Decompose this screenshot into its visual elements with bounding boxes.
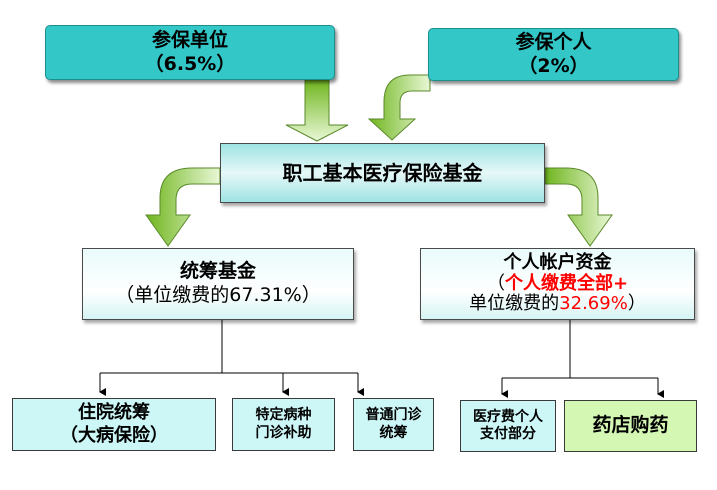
use-line2: 门诊补助 — [255, 424, 312, 441]
pooled-fund-detail: （单位缴费的67.31%） — [115, 284, 321, 306]
personal-detail-red: 个人缴费全部+ — [504, 272, 629, 294]
arrow-individual-to-fund — [367, 74, 431, 141]
personal-detail-pct: 32.69% — [559, 293, 628, 315]
personal-account-tree — [501, 320, 664, 398]
fund-title: 职工基本医疗保险基金 — [282, 160, 483, 185]
use-line1: 住院统筹 — [78, 402, 150, 423]
individual-rate: （2%） — [518, 54, 589, 77]
personal-account-title: 个人帐户资金 — [503, 251, 612, 273]
arrow-fund-to-pooled — [145, 167, 221, 247]
arrow-fund-to-personal — [544, 167, 613, 247]
personal-detail-suffix: ） — [627, 293, 646, 315]
pharmacy-purchase-box: 药店购药 — [564, 400, 697, 452]
individual-contributor-box: 参保个人 （2%） — [428, 28, 679, 81]
use-line1: 医疗费个人 — [473, 408, 543, 425]
personal-account-box: 个人帐户资金 （个人缴费全部+ 单位缴费的32.69%） — [420, 248, 695, 320]
pooled-fund-title: 统筹基金 — [179, 260, 256, 283]
use-line1: 特定病种 — [255, 407, 312, 423]
personal-detail-prefix: （ — [486, 272, 505, 294]
pooled-fund-tree — [99, 320, 364, 396]
general-outpatient-pooling-box: 普通门诊 统筹 — [353, 398, 434, 451]
use-line1: 普通门诊 — [365, 407, 422, 423]
use-line2: （大病保险） — [60, 424, 168, 446]
employer-rate: （6.5%） — [144, 52, 236, 75]
use-line2: 统筹 — [379, 424, 408, 441]
personal-account-detail-line2: 单位缴费的32.69%） — [469, 293, 646, 315]
specific-disease-outpatient-box: 特定病种 门诊补助 — [232, 398, 335, 451]
use-line2: 支付部分 — [480, 426, 536, 442]
personal-account-detail-line1: （个人缴费全部+ — [486, 272, 629, 295]
arrow-employer-to-fund — [285, 79, 349, 142]
personal-detail-line2: 单位缴费的 — [469, 293, 560, 315]
individual-name: 参保个人 — [515, 30, 592, 53]
medical-insurance-fund-box: 职工基本医疗保险基金 — [220, 143, 545, 203]
employer-contributor-box: 参保单位 （6.5%） — [45, 25, 335, 80]
use-line1: 药店购药 — [592, 414, 669, 437]
employer-name: 参保单位 — [151, 28, 228, 51]
personal-payment-box: 医疗费个人 支付部分 — [460, 400, 556, 452]
pooled-fund-box: 统筹基金 （单位缴费的67.31%） — [82, 248, 354, 320]
inpatient-pooling-box: 住院统筹 （大病保险） — [12, 398, 216, 451]
